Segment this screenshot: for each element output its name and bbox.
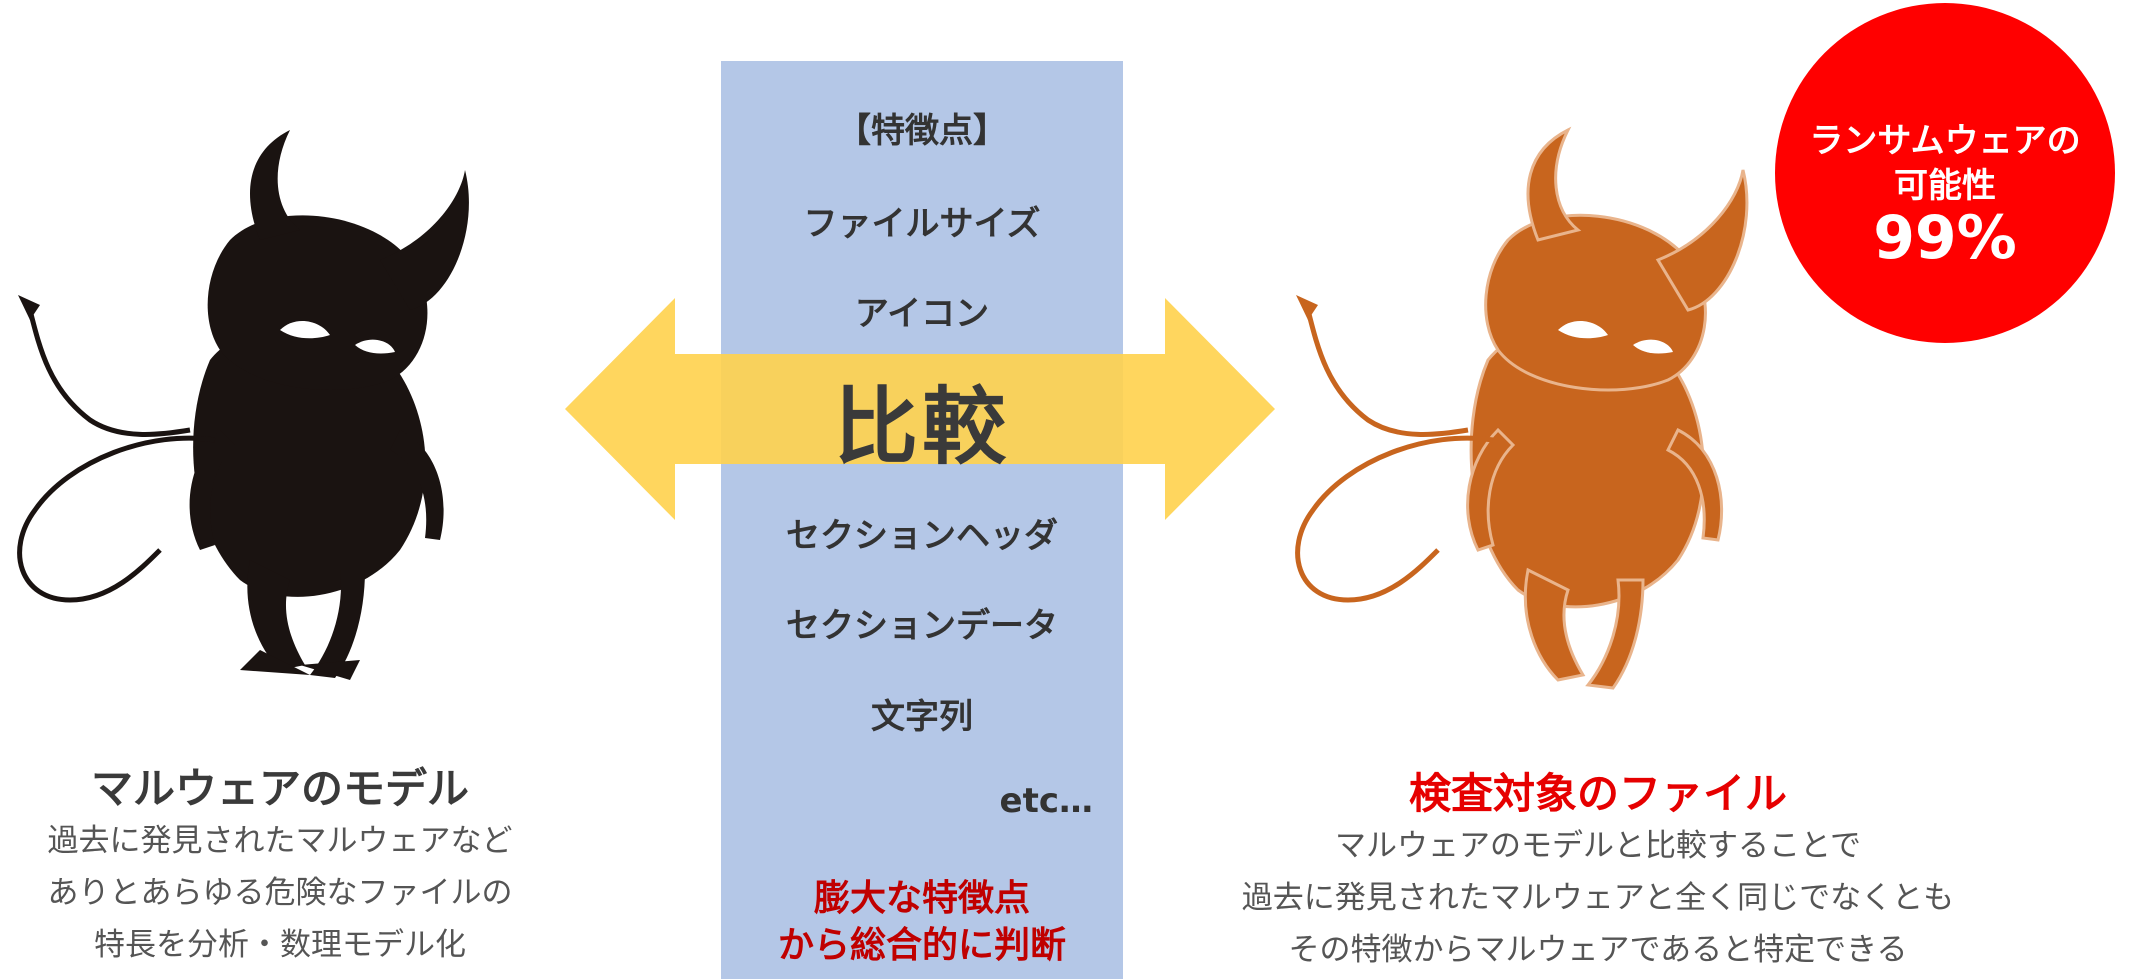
malware-model-devil-icon — [17, 130, 469, 680]
feature-item-section-header: セクションヘッダ — [786, 516, 1058, 556]
badge-percent: 99% — [1873, 203, 2017, 273]
badge-line-2: 可能性 — [1894, 166, 1996, 206]
feature-points-panel: 【特徴点】 ファイルサイズ アイコン セクションヘッダ セクションデータ 文字列… — [721, 61, 1123, 979]
conclusion-line-2: から総合的に判断 — [777, 925, 1066, 966]
inspected-file-devil-icon — [1295, 126, 1749, 690]
feature-item-section-data: セクションデータ — [786, 606, 1058, 646]
badge-line-1: ランサムウェアの — [1809, 121, 2081, 161]
feature-item-strings: 文字列 — [871, 697, 973, 737]
feature-item-icon: アイコン — [854, 294, 990, 334]
feature-item-etc: etc… — [999, 781, 1093, 821]
malware-model-title: マルウェアのモデル — [90, 764, 469, 813]
compare-double-arrow-icon — [565, 298, 1275, 520]
ransomware-probability-badge: ランサムウェアの 可能性 99% — [1775, 3, 2115, 343]
conclusion-line-1: 膨大な特徴点 — [813, 878, 1030, 919]
compare-label: 比較 — [833, 378, 1010, 476]
inspected-file-description: マルウェアのモデルと比較することで 過去に発見されたマルウェアと全く同じでなくと… — [1241, 828, 1955, 968]
feature-heading: 【特徴点】 — [837, 111, 1007, 151]
malware-model-description: 過去に発見されたマルウェアなど ありとあらゆる危険なファイルの 特長を分析・数理… — [47, 823, 513, 963]
inspected-file-title: 検査対象のファイル — [1408, 769, 1787, 818]
feature-item-file-size: ファイルサイズ — [803, 204, 1041, 244]
